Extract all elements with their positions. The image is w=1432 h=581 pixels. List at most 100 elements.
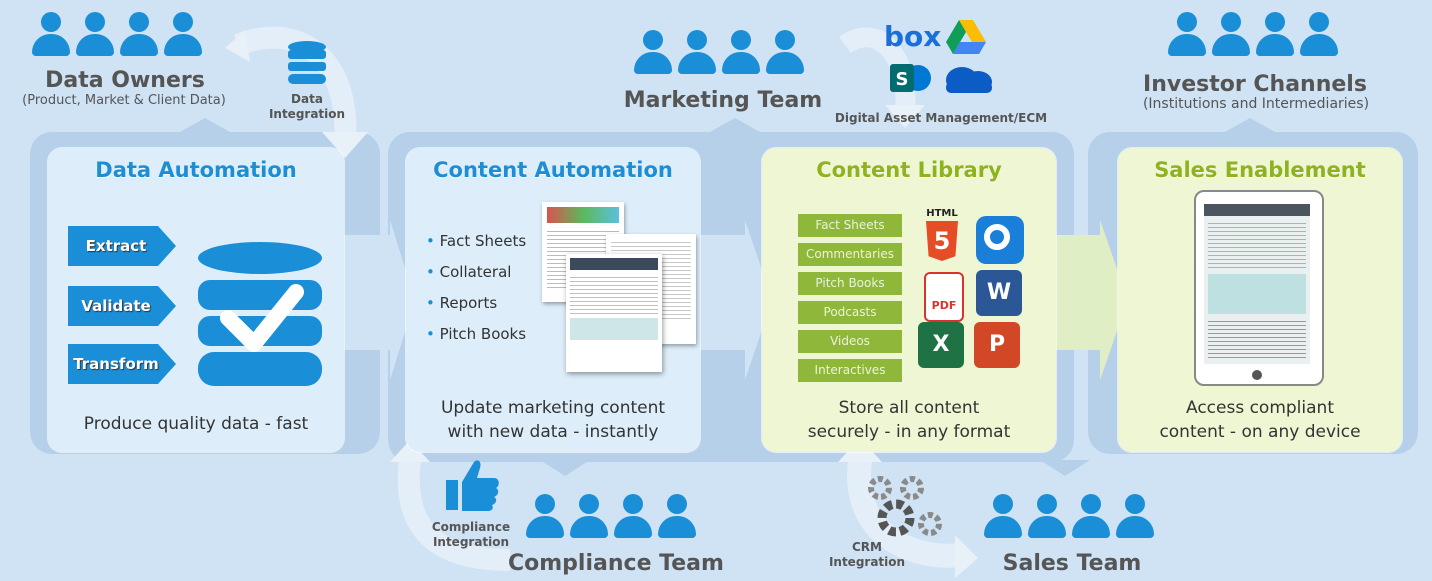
compliance-integration-arrow — [397, 458, 511, 571]
person-icon — [32, 12, 70, 56]
caption-line: securely - in any format — [807, 422, 1011, 442]
flow-arrow-2 — [700, 220, 772, 380]
person-icon — [76, 12, 114, 56]
flow-arrow-1 — [344, 220, 415, 380]
thumbs-up-icon — [446, 460, 499, 511]
compliance-integration-arrowhead — [390, 440, 430, 462]
library-item: Fact Sheets — [798, 214, 902, 237]
marketing-team-icons — [634, 30, 804, 74]
panel-title: Content Library — [816, 158, 1002, 182]
sales-enablement-panel: Sales Enablement Access compliant conten… — [1118, 148, 1402, 452]
person-icon — [722, 30, 760, 74]
sales-team-title: Sales Team — [1002, 551, 1142, 576]
caption-line: Access compliant — [1185, 398, 1334, 418]
person-icon — [766, 30, 804, 74]
investor-channels-subtitle: (Institutions and Intermediaries) — [1142, 96, 1370, 112]
compliance-integration-label: Compliance Integration — [428, 520, 514, 550]
caption-line: with new data - instantly — [447, 422, 659, 442]
data-owners-icons — [32, 12, 202, 56]
data-integration-line-1: Data — [291, 92, 323, 106]
excel-icon: X — [918, 322, 964, 368]
person-icon — [678, 30, 716, 74]
dam-integration-arrowhead — [885, 105, 925, 128]
data-owners-title: Data Owners — [45, 68, 205, 93]
svg-text:S: S — [896, 69, 909, 90]
person-icon — [570, 494, 608, 538]
validate-step: Validate — [81, 297, 151, 315]
tablet-device-icon — [1194, 190, 1324, 386]
person-icon — [1116, 494, 1154, 538]
person-icon — [526, 494, 564, 538]
content-library-panel: Content Library Fact Sheets Commentaries… — [762, 148, 1056, 452]
person-icon — [1168, 12, 1206, 56]
person-icon — [1072, 494, 1110, 538]
person-icon — [1300, 12, 1338, 56]
data-owners-subtitle: (Product, Market & Client Data) — [22, 93, 226, 108]
panel-caption: Access compliant content - on any device — [1118, 396, 1402, 444]
list-item: Fact Sheets — [426, 226, 527, 257]
person-icon — [164, 12, 202, 56]
panel-title: Sales Enablement — [1154, 158, 1366, 182]
crm-integration-line-1: CRM — [852, 540, 882, 554]
list-item: Reports — [426, 288, 526, 319]
document-thumbnail — [566, 254, 662, 372]
extract-step: Extract — [85, 237, 147, 255]
database-icon — [288, 41, 326, 84]
list-item: Collateral — [426, 257, 526, 288]
panel-caption: Update marketing content with new data -… — [406, 396, 700, 444]
transform-step: Transform — [73, 355, 159, 373]
library-item: Commentaries — [798, 243, 902, 266]
step-arrows — [68, 226, 176, 384]
crm-integration-arrow-tail — [955, 535, 978, 578]
library-item-list: Fact Sheets Commentaries Pitch Books Pod… — [798, 214, 902, 388]
caption-line: content - on any device — [1159, 422, 1361, 442]
person-icon — [1212, 12, 1250, 56]
data-integration-arrow-tail — [225, 30, 250, 62]
investor-channels-title: Investor Channels — [1143, 72, 1367, 97]
dam-integration-arrow — [839, 27, 916, 111]
panel-title: Content Automation — [433, 158, 673, 182]
data-integration-line-2: Integration — [268, 107, 346, 121]
caption-line: Store all content — [838, 398, 980, 418]
box-logo: box — [884, 20, 942, 53]
panel-caption: Store all content securely - in any form… — [762, 396, 1056, 444]
quicktime-icon — [976, 216, 1024, 264]
content-type-list: Fact Sheets Collateral Reports Pitch Boo… — [426, 226, 527, 350]
investor-channels-icons — [1168, 12, 1338, 56]
person-icon — [634, 30, 672, 74]
person-icon — [984, 494, 1022, 538]
crm-integration-line-2: Integration — [828, 555, 906, 569]
compliance-team-title: Compliance Team — [508, 551, 724, 576]
html5-icon: HTML 5 — [922, 208, 962, 264]
person-icon — [1256, 12, 1294, 56]
person-icon — [658, 494, 696, 538]
data-automation-panel: Data Automation Extract Validate Transfo… — [48, 148, 344, 452]
google-drive-icon — [946, 20, 986, 54]
list-item: Pitch Books — [426, 319, 526, 350]
caption-line: Update marketing content — [440, 398, 666, 418]
html-label: HTML — [926, 208, 958, 219]
track-notch-marketing — [710, 118, 760, 132]
gears-icon — [868, 476, 942, 537]
person-icon — [614, 494, 652, 538]
crm-integration-arrow — [847, 458, 962, 568]
word-icon: W — [976, 270, 1022, 316]
dam-integration-label: Digital Asset Management/ECM — [834, 111, 1048, 125]
person-icon — [120, 12, 158, 56]
compliance-integration-line-2: Integration — [432, 535, 510, 549]
compliance-team-icons — [526, 494, 696, 538]
html5-shield-icon: 5 — [926, 221, 958, 261]
track-notch-investor — [1225, 118, 1275, 132]
onedrive-cloud-icon — [946, 67, 992, 93]
library-item: Interactives — [798, 359, 902, 382]
library-item: Videos — [798, 330, 902, 353]
marketing-team-title: Marketing Team — [623, 88, 823, 113]
panel-caption: Produce quality data - fast — [83, 414, 309, 434]
content-automation-panel: Content Automation Fact Sheets Collatera… — [406, 148, 700, 452]
crm-integration-label: CRM Integration — [826, 540, 908, 570]
sales-team-icons — [984, 494, 1154, 538]
pdf-icon: PDF — [924, 272, 964, 322]
compliance-integration-line-1: Compliance — [431, 520, 511, 534]
track-notch-compliance — [540, 460, 590, 476]
